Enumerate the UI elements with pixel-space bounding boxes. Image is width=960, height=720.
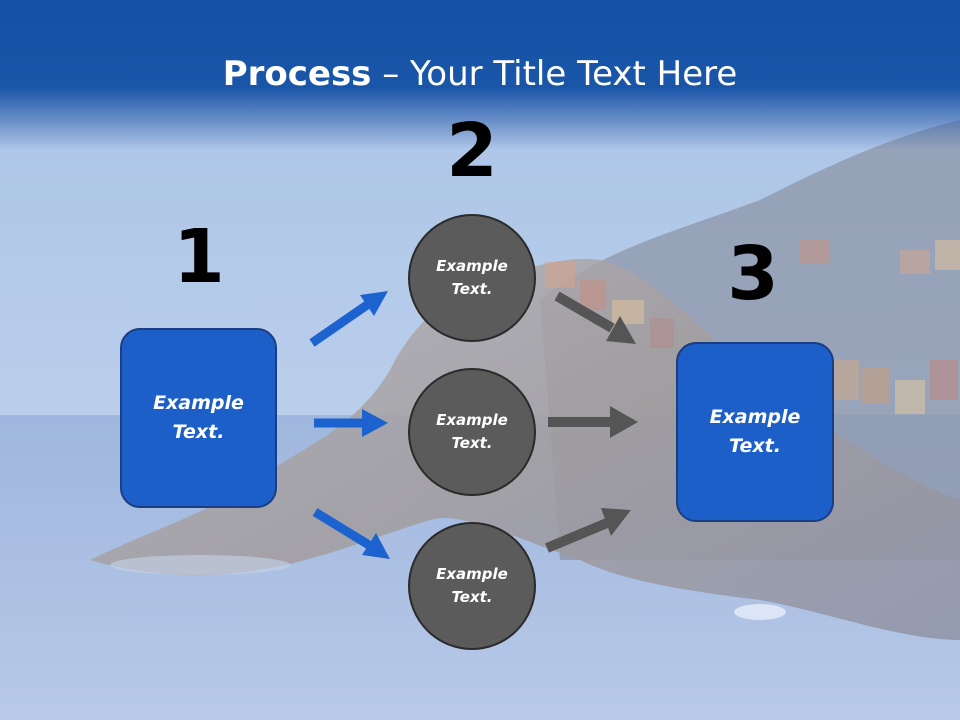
step-3-box: Example Text.	[676, 342, 834, 522]
step-2-circle-bottom: Example Text.	[408, 522, 536, 650]
arrow-bottom-to-3	[545, 508, 631, 553]
step-number-3: 3	[727, 231, 779, 317]
circle-middle-label: Example Text.	[436, 411, 508, 452]
step-2-circle-top: Example Text.	[408, 214, 536, 342]
step-number-1: 1	[173, 214, 225, 300]
arrow-middle-to-3	[548, 406, 638, 438]
slide-title: Process – Your Title Text Here	[0, 52, 960, 96]
arrow-top-to-3	[554, 291, 636, 344]
arrow-1-to-top	[309, 291, 388, 347]
circle-bottom-label: Example Text.	[436, 565, 508, 606]
title-bar	[0, 0, 960, 150]
step-number-2: 2	[446, 108, 498, 194]
circle-top-label: Example Text.	[436, 257, 508, 298]
arrow-1-to-bottom	[312, 508, 390, 559]
title-rest: – Your Title Text Here	[371, 54, 738, 94]
step-2-circle-middle: Example Text.	[408, 368, 536, 496]
step-1-label: Example Text.	[153, 392, 244, 443]
title-bold: Process	[222, 54, 372, 94]
step-1-box: Example Text.	[120, 328, 277, 508]
arrow-1-to-middle	[314, 409, 388, 437]
step-3-label: Example Text.	[709, 406, 801, 457]
